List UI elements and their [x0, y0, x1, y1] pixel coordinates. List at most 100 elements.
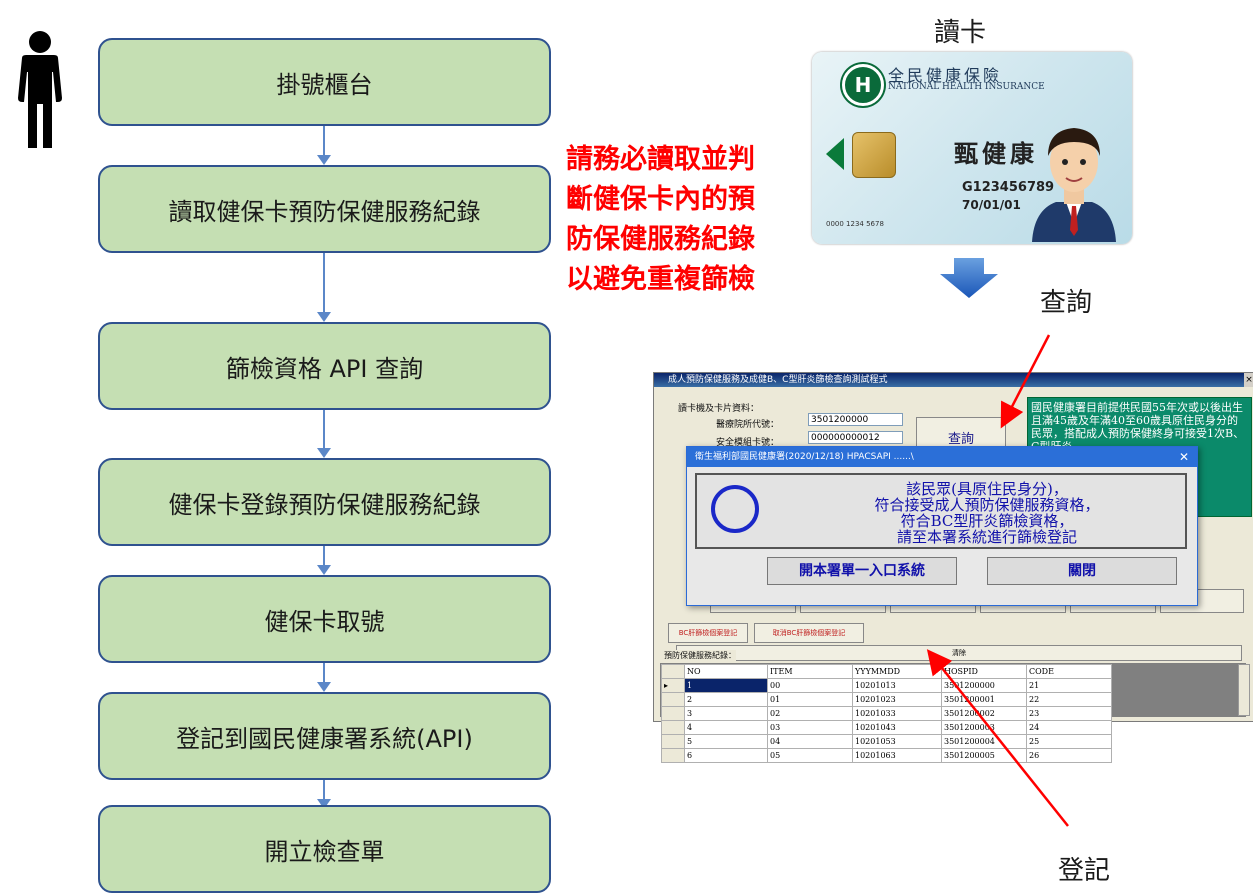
table-cell[interactable]: 22 — [1026, 692, 1112, 707]
table-cell[interactable]: 3501200001 — [941, 692, 1027, 707]
table-cell[interactable]: 00 — [767, 678, 853, 693]
clear-button[interactable]: 清除 — [676, 645, 1242, 661]
popup-title: 衛生福利部國民健康署(2020/12/18) HPACSAPI ......\ — [687, 447, 1197, 467]
row-header-cell[interactable] — [661, 734, 685, 749]
flow-arrow — [323, 546, 325, 566]
table-cell[interactable]: 25 — [1026, 734, 1112, 749]
column-header: ITEM — [767, 664, 853, 679]
column-header: NO — [684, 664, 768, 679]
column-header: HOSPID — [941, 664, 1027, 679]
table-header-row: NO ITEM YYYMMDD HOSPID CODE — [661, 664, 1112, 679]
flow-arrowhead — [317, 799, 331, 809]
bc-cancel-register-button[interactable]: 取消BC肝篩檢個案登記 — [754, 623, 864, 643]
table-row[interactable]: 2 01 10201023 3501200001 22 — [661, 692, 1112, 707]
eligibility-popup: 衛生福利部國民健康署(2020/12/18) HPACSAPI ......\ … — [686, 446, 1198, 606]
warning-line: 防保健服務紀錄 — [566, 224, 755, 255]
popup-message-line: 該民眾(具原住民身分)， — [906, 480, 1068, 498]
status-circle-icon — [711, 485, 759, 533]
down-arrow-icon — [940, 258, 998, 298]
table-cell[interactable]: 10201063 — [852, 748, 942, 763]
step-register-hpa-system: 登記到國民健康署系統(API) — [98, 692, 551, 780]
row-header-cell[interactable] — [661, 720, 685, 735]
step-read-card-records: 讀取健保卡預防保健服務紀錄 — [98, 165, 551, 253]
table-cell[interactable]: 3501200003 — [941, 720, 1027, 735]
table-cell[interactable]: 6 — [684, 748, 768, 763]
table-cell[interactable]: 01 — [767, 692, 853, 707]
card-serial: 0000 1234 5678 — [826, 220, 884, 228]
table-cell[interactable]: 3501200000 — [941, 678, 1027, 693]
read-card-label: 讀卡 — [934, 18, 987, 48]
step-label: 讀取健保卡預防保健服務紀錄 — [168, 197, 481, 226]
flow-arrow — [323, 410, 325, 452]
card-arrow-icon — [826, 138, 844, 170]
table-cell[interactable]: 10201013 — [852, 678, 942, 693]
popup-message-line: 請至本署系統進行篩檢登記 — [896, 528, 1077, 546]
card-photo-avatar-icon — [1032, 128, 1116, 242]
step-eligibility-api-query: 篩檢資格 API 查詢 — [98, 322, 551, 410]
popup-message: 該民眾(具原住民身分)， 符合接受成人預防保健服務資格， 符合BC型肝炎篩檢資格… — [797, 481, 1177, 545]
card-title: 全民健康保險 — [888, 66, 1003, 85]
step-card-write-records: 健保卡登錄預防保健服務紀錄 — [98, 458, 551, 546]
table-cell[interactable]: 10201023 — [852, 692, 942, 707]
table-cell[interactable]: 10201033 — [852, 706, 942, 721]
card-birth-date: 70/01/01 — [962, 198, 1021, 212]
table-row[interactable]: 5 04 10201053 3501200004 25 — [661, 734, 1112, 749]
register-label: 登記 — [1058, 856, 1111, 886]
row-header-cell[interactable] — [661, 748, 685, 763]
table-cell[interactable]: 2 — [684, 692, 768, 707]
table-row[interactable]: ▸ 1 00 10201013 3501200000 21 — [661, 678, 1112, 693]
flow-arrowhead — [317, 448, 331, 458]
table-cell[interactable]: 3501200005 — [941, 748, 1027, 763]
table-cell[interactable]: 3 — [684, 706, 768, 721]
table-cell[interactable]: 10201053 — [852, 734, 942, 749]
table-row[interactable]: 6 05 10201063 3501200005 26 — [661, 748, 1112, 763]
table-cell[interactable]: 1 — [684, 678, 768, 693]
table-cell[interactable]: 24 — [1026, 720, 1112, 735]
warning-line: 請務必讀取並判 — [566, 144, 755, 175]
popup-message-box: 該民眾(具原住民身分)， 符合接受成人預防保健服務資格， 符合BC型肝炎篩檢資格… — [695, 473, 1187, 549]
table-cell[interactable]: 23 — [1026, 706, 1112, 721]
sam-card-field[interactable]: 000000000012 — [808, 431, 903, 444]
row-selector-icon[interactable]: ▸ — [661, 678, 685, 693]
table-cell[interactable]: 4 — [684, 720, 768, 735]
step-registration-desk: 掛號櫃台 — [98, 38, 551, 126]
table-cell[interactable]: 02 — [767, 706, 853, 721]
flow-arrowhead — [317, 565, 331, 575]
table-row[interactable]: 4 03 10201043 3501200003 24 — [661, 720, 1112, 735]
flow-arrow — [323, 780, 325, 800]
table-cell[interactable]: 5 — [684, 734, 768, 749]
popup-message-line: 符合接受成人預防保健服務資格， — [874, 496, 1100, 514]
records-label: 預防保健服務紀錄： — [664, 650, 736, 661]
table-cell[interactable]: 3501200004 — [941, 734, 1027, 749]
table-cell[interactable]: 05 — [767, 748, 853, 763]
window-title: 成人預防保健服務及成健B、C型肝炎篩檢查詢測試程式 — [654, 373, 1253, 387]
card-subtitle: NATIONAL HEALTH INSURANCE — [888, 82, 1045, 92]
step-label: 健保卡取號 — [264, 607, 385, 636]
table-scrollbar[interactable] — [1238, 664, 1250, 716]
hospital-code-field[interactable]: 3501200000 — [808, 413, 903, 426]
bc-register-button[interactable]: BC肝篩檢個案登記 — [668, 623, 748, 643]
step-label: 健保卡登錄預防保健服務紀錄 — [168, 490, 481, 519]
popup-message-line: 符合BC型肝炎篩檢資格， — [900, 512, 1074, 530]
table-cell[interactable]: 21 — [1026, 678, 1112, 693]
table-cell[interactable]: 3501200002 — [941, 706, 1027, 721]
row-header-cell[interactable] — [661, 706, 685, 721]
table-row[interactable]: 3 02 10201033 3501200002 23 — [661, 706, 1112, 721]
close-popup-button[interactable]: 關閉 — [987, 557, 1177, 585]
row-header-cell[interactable] — [661, 692, 685, 707]
table-cell[interactable]: 10201043 — [852, 720, 942, 735]
window-close-icon[interactable]: × — [1244, 373, 1253, 387]
table-cell[interactable]: 04 — [767, 734, 853, 749]
flow-arrow — [323, 253, 325, 315]
table-cell[interactable]: 03 — [767, 720, 853, 735]
health-insurance-card: H 全民健康保險 NATIONAL HEALTH INSURANCE 甄健康 G… — [812, 52, 1132, 244]
warning-line: 以避免重複篩檢 — [566, 264, 755, 295]
popup-close-icon[interactable]: ✕ — [1178, 450, 1189, 464]
sam-card-label: 安全模組卡號： — [716, 438, 780, 448]
step-label: 掛號櫃台 — [276, 70, 373, 99]
row-header-cell — [661, 664, 685, 679]
step-label: 開立檢查單 — [264, 837, 385, 866]
table-cell[interactable]: 26 — [1026, 748, 1112, 763]
open-portal-button[interactable]: 開本署單一入口系統 — [767, 557, 957, 585]
column-header: YYYMMDD — [852, 664, 942, 679]
